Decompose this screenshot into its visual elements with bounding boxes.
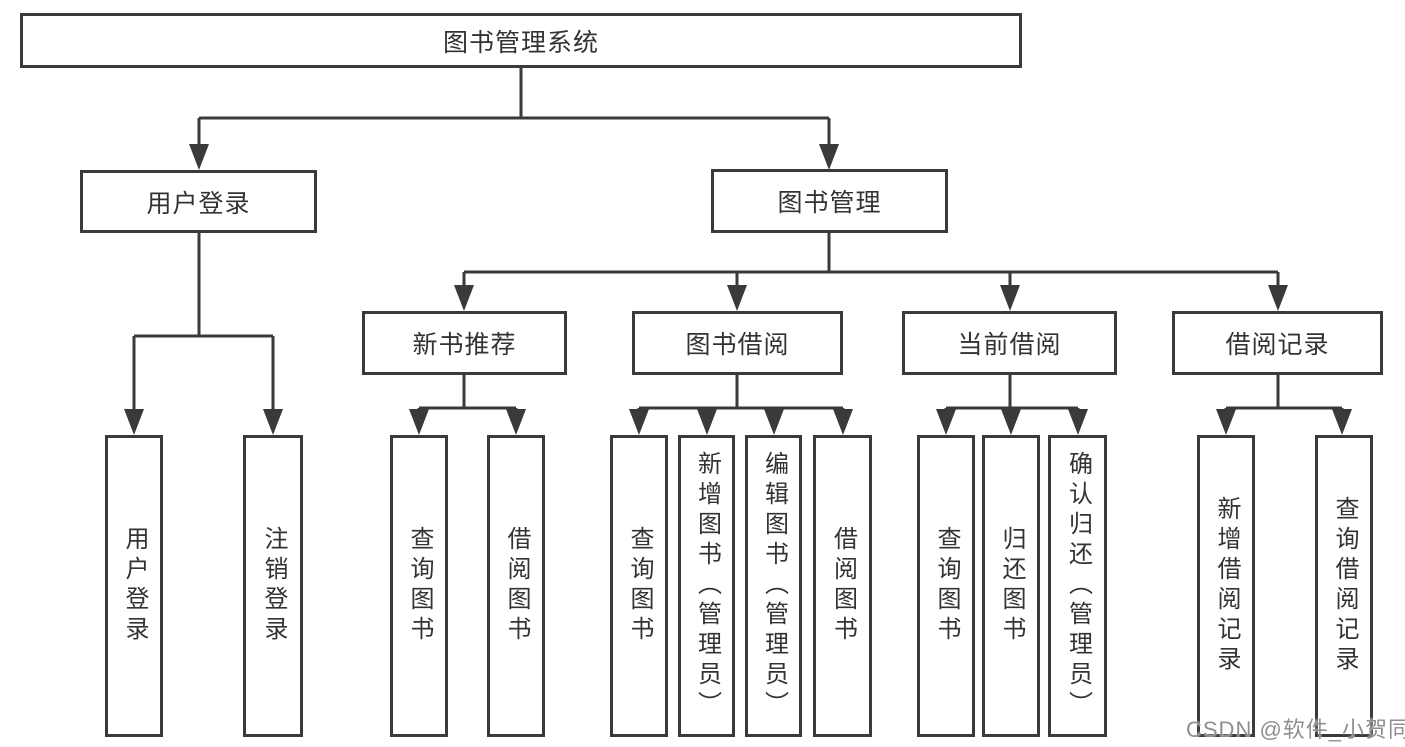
leaf-add-books-admin: 新增图书（管理员） [678, 435, 735, 737]
arrow-down-icon [1000, 285, 1020, 311]
arrow-down-icon [1001, 409, 1021, 435]
wire-user-login-to-leaves [132, 233, 275, 418]
arrow-down-icon [454, 285, 474, 311]
arrow-down-icon [936, 409, 956, 435]
csdn-watermark: CSDN @软件_小贺同学 [1186, 717, 1405, 742]
wire-book-borrow-to-leaves [637, 375, 845, 418]
arrow-down-icon [764, 409, 784, 435]
node-label: 借阅记录 [1225, 331, 1330, 359]
node-label: 图书借阅 [685, 331, 790, 359]
leaf-query-borrow-record: 查询借阅记录 [1315, 435, 1373, 737]
node-label: 借阅图书 [829, 526, 857, 646]
arrow-down-icon [263, 409, 283, 435]
node-label: 借阅图书 [503, 526, 530, 646]
arrow-down-icon [629, 409, 649, 435]
node-label: 新增借阅记录 [1213, 496, 1240, 676]
wire-book-mgmt-to-level3 [462, 233, 1280, 295]
node-label: 查询图书 [933, 526, 960, 646]
arrow-down-icon [506, 409, 526, 435]
leaf-edit-books-admin: 编辑图书（管理员） [745, 435, 802, 737]
node-label: 用户登录 [146, 189, 251, 218]
wire-root-to-level2 [197, 68, 831, 152]
node-book-management-branch: 图书管理 [711, 169, 948, 233]
node-book-borrowing: 图书借阅 [632, 311, 843, 375]
arrow-down-icon [409, 409, 429, 435]
node-user-login-branch: 用户登录 [80, 170, 317, 233]
node-label: 查询借阅记录 [1331, 496, 1358, 676]
leaf-logout: 注销登录 [243, 435, 303, 737]
leaf-add-borrow-record: 新增借阅记录 [1197, 435, 1255, 737]
wire-borrow-records-to-leaves [1224, 375, 1344, 418]
leaf-borrow-books-2: 借阅图书 [813, 435, 872, 737]
node-label: 查询图书 [406, 526, 433, 646]
arrow-down-icon [1332, 409, 1352, 435]
node-label: 新书推荐 [412, 331, 517, 359]
node-borrowing-records: 借阅记录 [1172, 311, 1383, 375]
node-label: 注销登录 [260, 526, 287, 646]
node-label: 确认归还（管理员） [1064, 451, 1092, 721]
leaf-query-books-2: 查询图书 [610, 435, 668, 737]
node-label: 编辑图书（管理员） [760, 451, 788, 721]
node-new-book-recommend: 新书推荐 [362, 311, 567, 375]
node-label: 查询图书 [626, 526, 653, 646]
leaf-return-books: 归还图书 [982, 435, 1040, 737]
connector-wires [132, 68, 1344, 418]
node-current-borrowing: 当前借阅 [902, 311, 1117, 375]
arrow-down-icon [1216, 409, 1236, 435]
arrowheads [124, 144, 1352, 435]
wire-new-books-to-leaves [417, 375, 518, 418]
arrow-down-icon [124, 409, 144, 435]
leaf-confirm-return-admin: 确认归还（管理员） [1048, 435, 1107, 737]
leaf-borrow-books-1: 借阅图书 [487, 435, 545, 737]
leaf-user-login: 用户登录 [105, 435, 163, 737]
arrow-down-icon [727, 285, 747, 311]
node-label: 当前借阅 [957, 331, 1062, 359]
arrow-down-icon [833, 409, 853, 435]
node-label: 图书管理 [777, 189, 882, 217]
leaf-query-books-1: 查询图书 [390, 435, 448, 737]
node-label: 归还图书 [998, 526, 1025, 646]
arrow-down-icon [189, 144, 209, 170]
arrow-down-icon [1268, 285, 1288, 311]
leaf-query-books-3: 查询图书 [917, 435, 975, 737]
node-label: 新增图书（管理员） [693, 451, 721, 721]
arrow-down-icon [697, 409, 717, 435]
arrow-down-icon [819, 144, 839, 170]
arrow-down-icon [1068, 409, 1088, 435]
node-label: 图书管理系统 [442, 28, 599, 57]
node-library-management-system: 图书管理系统 [20, 13, 1022, 68]
node-label: 用户登录 [121, 526, 148, 646]
